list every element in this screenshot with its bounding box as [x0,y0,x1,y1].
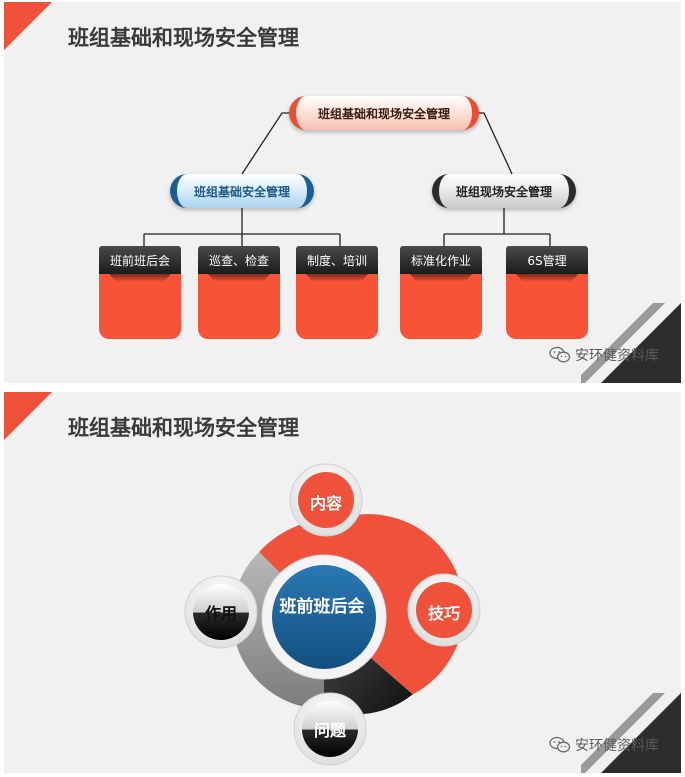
watermark-text: 安环健资料库 [575,348,659,364]
center-label: 班前班后会 [279,597,365,617]
watermark: 安环健资料库 [549,735,659,755]
satellite-bottom [293,692,367,766]
satellite-label-left: 作用 [204,604,237,623]
card-label: 标准化作业 [400,246,482,274]
slide-title: 班组基础和现场安全管理 [68,26,299,50]
cycle-ring [184,463,481,766]
corner-accent-bottom-right [581,693,681,773]
watermark: 安环健资料库 [549,345,659,365]
node-root: 班组基础和现场安全管理 [289,96,479,130]
wechat-icon [549,346,571,363]
satellite-right [407,573,481,647]
slide-title: 班组基础和现场安全管理 [68,416,299,440]
wechat-icon [549,736,571,753]
card-6s-management: 6S管理 [506,246,588,339]
satellite-top [289,463,363,537]
center-circle [272,565,376,669]
connector-root-basic [241,112,296,175]
slide-cycle-diagram: 班组基础和现场安全管理 [4,392,681,773]
slide-org-chart: 班组基础和现场安全管理 班组基础和现场安全管理 班组基础安全管理 班组现场安全管… [4,2,681,383]
satellite-label-top: 内容 [309,494,342,513]
card-label: 6S管理 [506,246,588,274]
corner-accent-top-left [4,2,52,50]
corner-accent-bottom-right [581,303,681,383]
card-label: 制度、培训 [296,246,378,274]
card-label: 班前班后会 [99,246,181,274]
node-basic-safety: 班组基础安全管理 [170,174,314,208]
watermark-text: 安环健资料库 [575,738,659,754]
card-standard-operation: 标准化作业 [400,246,482,339]
card-pre-post-shift-meeting: 班前班后会 [99,246,181,339]
satellite-label-bottom: 问题 [313,721,346,740]
card-inspection: 巡查、检查 [198,246,280,339]
connector-root-site [474,112,513,175]
satellite-left [184,575,258,649]
satellite-label-right: 技巧 [427,604,460,623]
corner-accent-top-left [4,392,52,440]
node-site-safety: 班组现场安全管理 [432,174,576,208]
card-rules-training: 制度、培训 [296,246,378,339]
card-label: 巡查、检查 [198,246,280,274]
